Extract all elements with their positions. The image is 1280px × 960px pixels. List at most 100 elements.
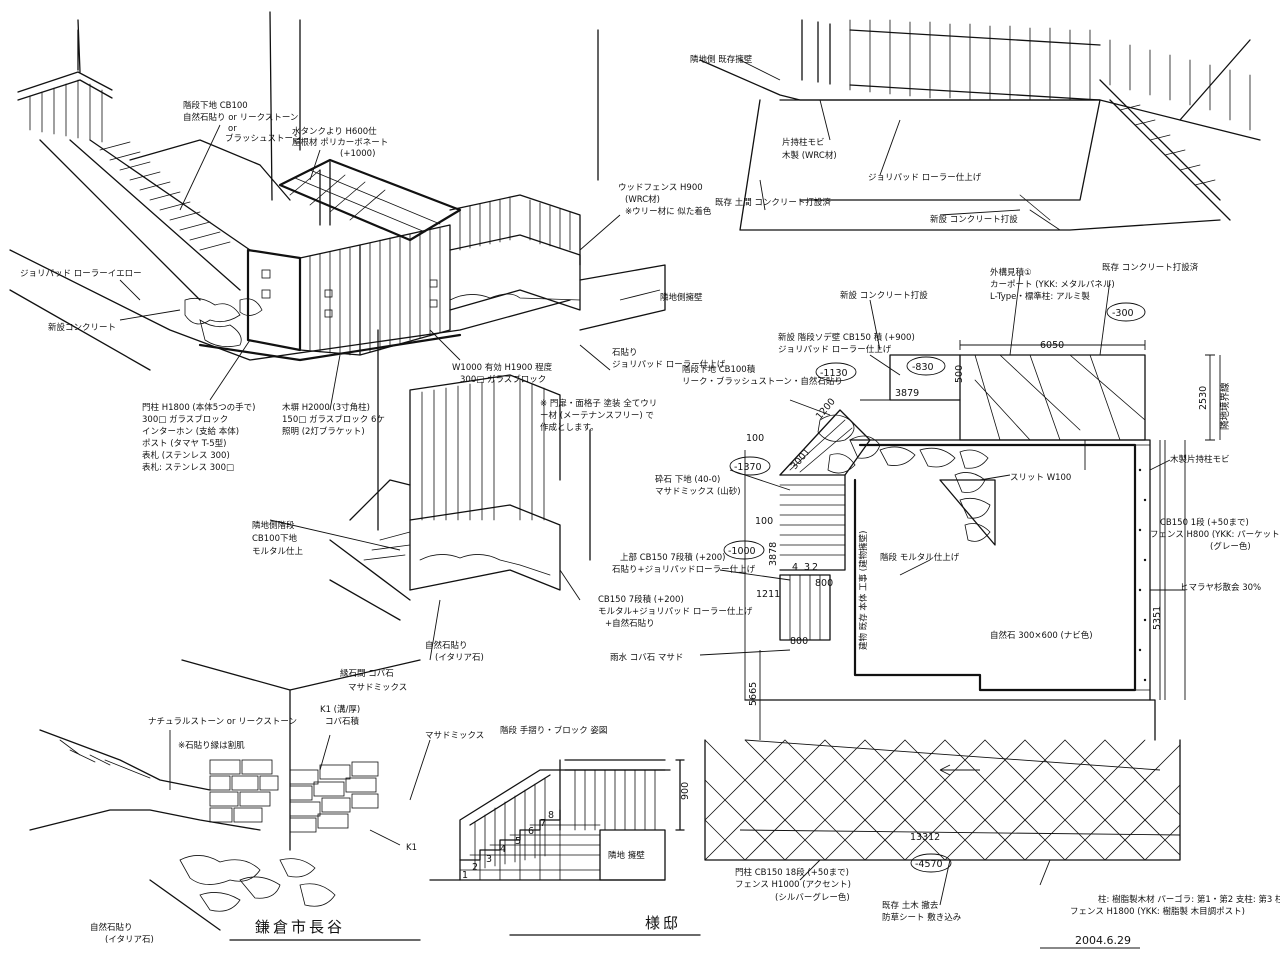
- label-new-conc-top: 新設 コンクリート打設: [930, 214, 1018, 225]
- label-neighbor-wall: 隣地側擁壁: [660, 292, 703, 303]
- stair-step-4: 4: [500, 844, 506, 855]
- label-wrc: (WRC材): [625, 194, 660, 205]
- label-existing-conc: 既存 土間 コンクリート打設済: [715, 197, 831, 208]
- stair-step-3: 3: [486, 854, 492, 865]
- label-neighbor-fence-top: 隣地側 既存擁壁: [690, 54, 753, 65]
- label-plus1000: (+1000): [340, 149, 375, 159]
- dim-3878: 3878: [768, 542, 779, 566]
- dim-800a: 800: [815, 578, 833, 589]
- dim-900: 900: [680, 782, 691, 800]
- label-cb150-18: 門柱 CB150 18段 (+50まで): [735, 867, 849, 878]
- label-italy-stone: (イタリア石): [435, 653, 484, 663]
- dim-3879: 3879: [895, 388, 919, 399]
- detail-stone-wall: [29, 659, 421, 931]
- label-natural-bottom: 自然石貼り: [90, 922, 133, 933]
- stair-step-2: 2: [472, 862, 478, 873]
- label-water-tank: 水タンクより H600仕: [292, 126, 377, 137]
- level-1130: -1130: [820, 368, 848, 379]
- level-1000: -1000: [728, 546, 756, 557]
- stair-elevation: [429, 759, 685, 881]
- level-marker-1130: [815, 362, 857, 382]
- label-wood-wrc: 木製 (WRC材): [782, 150, 837, 161]
- label-carport-detail2: L-Type・標準柱: アルミ製: [990, 291, 1090, 302]
- label-glass-150: 150□ ガラスブロック 6ケ: [282, 414, 385, 425]
- label-jolipat-roller: ジョリパッド ローラー仕上げ: [612, 359, 726, 370]
- label-jolipat-left: ジョリパッド ローラーイエロー: [20, 269, 142, 279]
- dim-5351: 5351: [1152, 606, 1163, 630]
- note-paint: ※ 門扉・面格子 塗装 全てウリー材 (メーテナンスフリー) で作成とします。: [540, 399, 657, 433]
- dim-1211: 1211: [756, 589, 780, 600]
- label-stair-mortar: 階段 モルタル仕上げ: [880, 552, 960, 563]
- site-plan: [704, 340, 1221, 861]
- stair-step-6: 6: [528, 826, 534, 837]
- level-marker-300: [1106, 302, 1146, 322]
- level-marker-4570: [910, 853, 952, 873]
- label-natural-stone-tile: +自然石貼り: [605, 618, 655, 629]
- label-stair-cb100: 階段下地 CB100: [183, 100, 248, 111]
- dim-6050: 6050: [1040, 340, 1064, 351]
- label-masado: マサドミックス: [348, 683, 407, 693]
- level-1370: -1370: [734, 462, 762, 473]
- dim-1200: 1200: [814, 396, 838, 422]
- label-color-match: ※ウリー材に 似た着色: [625, 206, 712, 217]
- dim-13312: 13312: [910, 832, 940, 843]
- label-neighbor-stair: 隣地側階段: [252, 520, 295, 531]
- level-marker-1000: [723, 540, 765, 560]
- label-existing-conc-right: 既存 コンクリート打設済: [1102, 262, 1199, 273]
- stair-step-8: 8: [548, 810, 554, 821]
- label-wood-fence: ウッドフェンス H900: [618, 183, 703, 193]
- label-nameplate: 表札: ステンレス 300□: [142, 462, 234, 473]
- label-k1-line: K1 (溝/厚): [320, 704, 360, 715]
- level-4570: -4570: [915, 859, 943, 870]
- label-or: or: [228, 124, 237, 134]
- label-stair-cb100-plan: 階段下地 CB100積: [682, 364, 756, 375]
- label-new-concrete: 新設コンクリート: [48, 322, 116, 333]
- dimensions: 6050 2530 隣地境界線 3879 1200 100 3001 100 3…: [462, 340, 1231, 881]
- label-gray: (グレー色): [1210, 541, 1251, 552]
- label-neighbor-wall-small: 隣地 擁壁: [608, 850, 645, 861]
- label-carport-detail: カーポート (YKK: メタルパネル): [990, 280, 1115, 290]
- label-jolipat-mid: ジョリパッド ローラー仕上げ: [778, 344, 892, 355]
- label-stone-sheet: 防草シート 敷き込み: [882, 912, 962, 923]
- label-masado-mix: マサドミックス: [425, 731, 484, 741]
- label-gate-h1800: 門柱 H1800 (本体5つの手で): [142, 402, 255, 413]
- dim-3001: 3001: [789, 446, 813, 472]
- label-cb100-base: CB100下地: [252, 533, 297, 544]
- label-mortar-stone: モルタル+ジョリパッド ローラー仕上げ: [598, 606, 753, 617]
- dim-vtitle: 隣地境界線: [1219, 382, 1231, 430]
- level-300: -300: [1112, 308, 1134, 319]
- label-plant-30: ヒマラヤ杉散会 30%: [1180, 582, 1261, 593]
- perspective-entrance: [9, 11, 666, 371]
- label-light: 照明 (2灯ブラケット): [282, 426, 365, 437]
- dim-500: 500: [954, 365, 965, 383]
- dim-100b: 100: [755, 516, 773, 527]
- label-rubble-masado: 雨水 コバ石 マサド: [610, 652, 683, 663]
- leader-lines: [119, 59, 1185, 906]
- stair-step-7: 7: [540, 818, 546, 829]
- title-location: 鎌倉市長谷: [255, 918, 345, 936]
- label-fence-h800: フェンス H800 (YKK: パーケット): [1150, 530, 1280, 540]
- level-marker-1370: [729, 456, 771, 476]
- label-house-no: 表札 (ステンレス 300): [142, 450, 230, 461]
- dim-step4: 4: [792, 562, 798, 573]
- label-fence-h1000: フェンス H1000 (アクセント): [735, 880, 851, 890]
- label-masado-plan: マサドミックス (山砂): [655, 486, 741, 497]
- title-block: 鎌倉市長谷 様邸 2004.6.29: [229, 914, 1140, 949]
- labels: 階段下地 CB100 自然石貼り or リークストーン or ブラッシュストーン…: [20, 54, 1280, 945]
- level-markers: -300 -830 -1130 -1370 -1000 -4570: [723, 302, 1146, 873]
- label-gravel-plan: 砕石 下地 (40-0): [655, 474, 720, 485]
- label-concrete-block-top: 上部 CB150 7段積 (+200): [620, 552, 725, 563]
- label-slit: スリット W100: [1010, 473, 1071, 483]
- label-stone-300: 自然石 300×600 (ナビ色): [990, 630, 1093, 641]
- label-fence-h1800: フェンス H1800 (YKK: 樹脂製 木目調ポスト): [1070, 906, 1245, 917]
- level-marker-830: [906, 356, 946, 376]
- label-wood-single: 木製片持柱モビ: [1170, 454, 1230, 465]
- label-single-post: 片持柱モビ: [782, 137, 825, 148]
- label-w1000: W1000 有効 H1900 程度: [452, 362, 553, 373]
- title-date: 2004.6.29: [1075, 934, 1131, 947]
- label-stone-tile: 石貼り: [612, 347, 638, 358]
- label-cb150-7: CB150 7段積 (+200): [598, 594, 684, 605]
- label-new-conc-mid: 新設 コンクリート打設: [840, 290, 928, 301]
- label-italy-bottom: (イタリア石): [105, 935, 154, 945]
